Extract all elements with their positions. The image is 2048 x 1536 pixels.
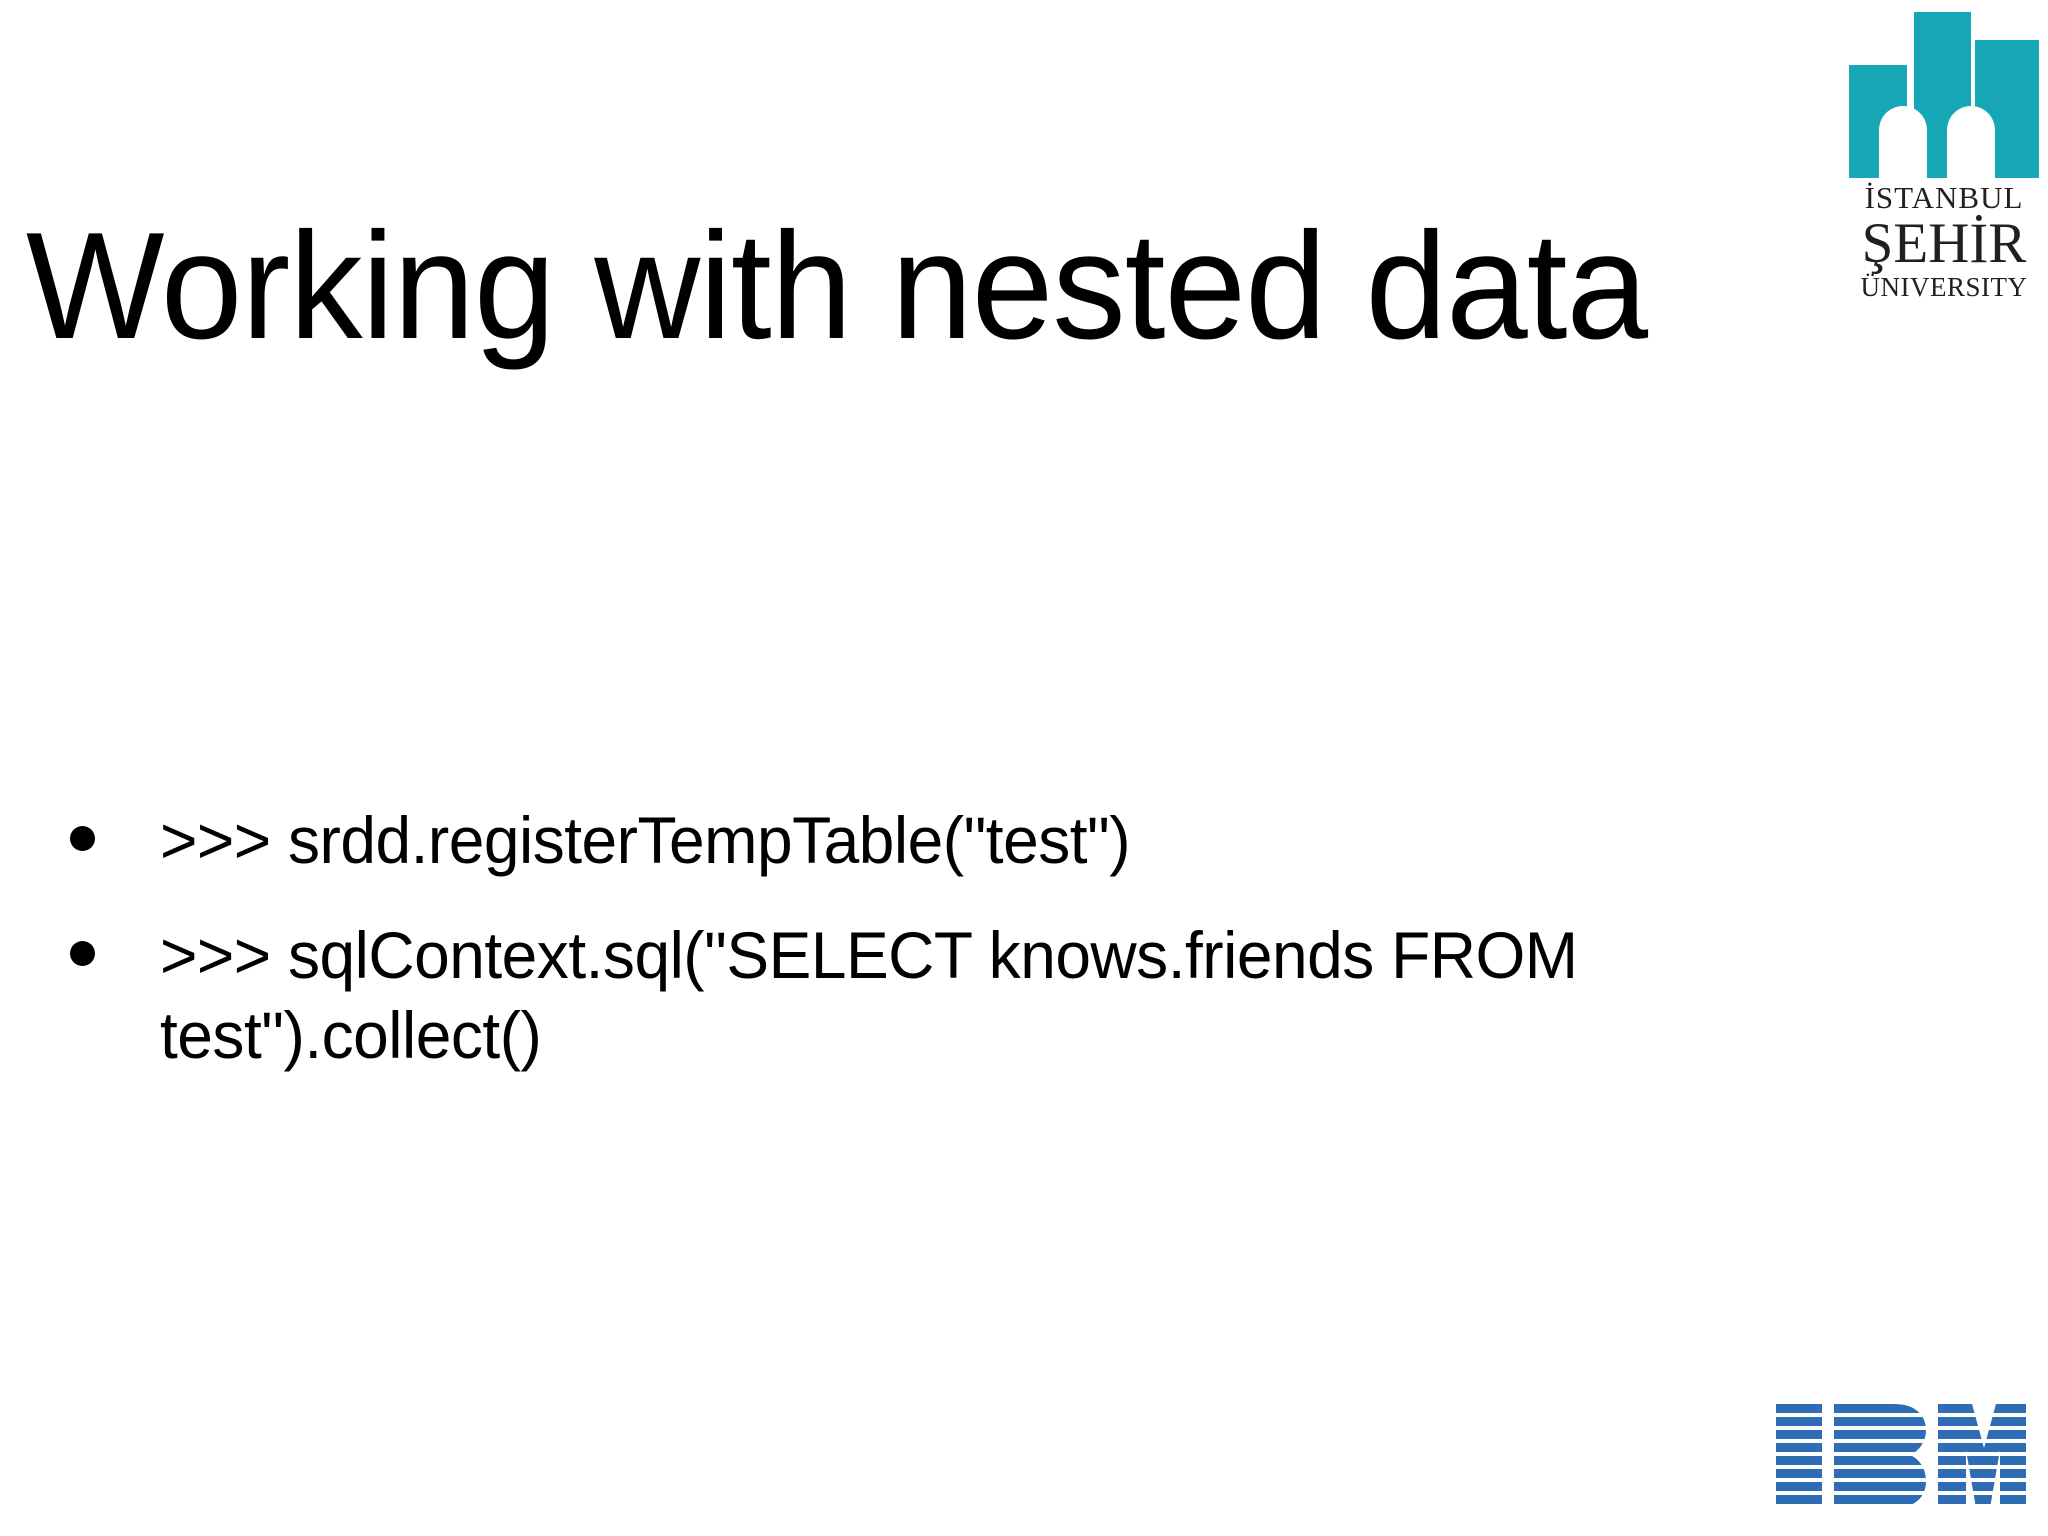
bullet-list: >>> srdd.registerTempTable("test") >>> s… xyxy=(70,800,1770,1110)
sehir-wordmark-line-1: İSTANBUL xyxy=(1864,180,2024,215)
sehir-wordmark-line-2: ŞEHİR xyxy=(1861,212,2027,275)
istanbul-sehir-university-logo: İSTANBUL ŞEHİR ÜNIVERSITY xyxy=(1846,8,2042,318)
list-item: >>> srdd.registerTempTable("test") xyxy=(70,800,1770,881)
sehir-buildings-icon xyxy=(1846,8,2042,178)
bullet-text: >>> sqlContext.sql("SELECT knows.friends… xyxy=(160,917,1578,1073)
slide-title: Working with nested data xyxy=(26,200,1648,371)
bullet-dot-icon xyxy=(70,915,108,966)
ibm-logo-icon xyxy=(1776,1404,2026,1508)
list-item: >>> sqlContext.sql("SELECT knows.friends… xyxy=(70,915,1770,1076)
sehir-wordmark-line-3: ÜNIVERSITY xyxy=(1860,272,2028,302)
bullet-dot-icon xyxy=(70,800,108,851)
bullet-text: >>> srdd.registerTempTable("test") xyxy=(160,803,1131,877)
